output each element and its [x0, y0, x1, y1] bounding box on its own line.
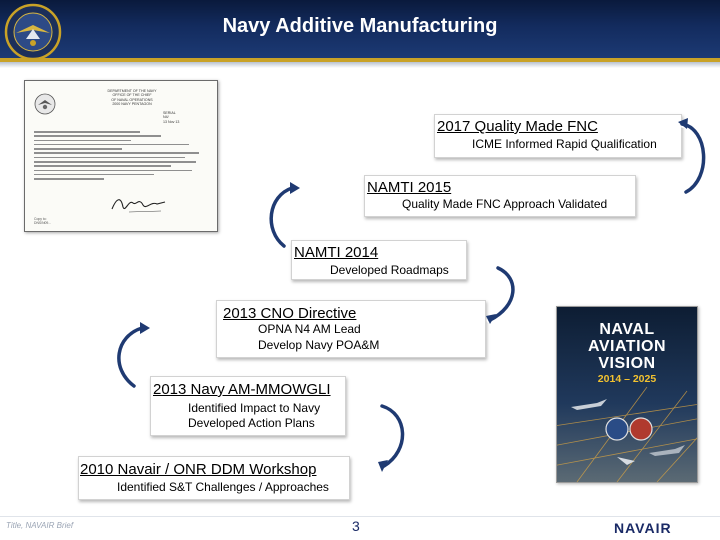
navy-emblem-icon: [34, 93, 56, 115]
cover-title-line: NAVAL: [599, 321, 655, 338]
milestone-detail: Identified Impact to Navy: [188, 401, 321, 415]
memo-footer-line: DNS/N09...: [34, 221, 52, 225]
memo-heading-line: OFFICE OF THE CHIEF: [112, 93, 152, 98]
memo-heading: DEPARTMENT OF THE NAVY OFFICE OF THE CHI…: [87, 89, 177, 107]
memo-ref-line: 13 Nov 13: [163, 119, 180, 124]
milestone-title: NAMTI 2015: [367, 179, 452, 196]
milestone-title: NAMTI 2014: [294, 244, 379, 261]
milestone-title: 2013 Navy AM-MMOWGLI: [153, 381, 331, 398]
cover-title-line: AVIATION: [587, 338, 667, 355]
memo-heading-line: 2000 NAVY PENTAGON: [112, 102, 152, 107]
milestone-box-2017: [434, 114, 682, 158]
header-shadow: [0, 62, 720, 68]
memo-ref-line: N4/: [163, 115, 169, 120]
memo-reference: SERIAL N4/ 13 Nov 13: [163, 111, 179, 124]
milestone-title: 2017 Quality Made FNC: [437, 118, 598, 135]
curved-arrow-icon: [267, 182, 300, 250]
milestone-detail: Identified S&T Challenges / Approaches: [117, 480, 329, 494]
cover-years: 2014 – 2025: [597, 373, 657, 385]
memo-heading-line: DEPARTMENT OF THE NAVY: [107, 89, 157, 93]
navair-seal-icon: [4, 3, 62, 61]
curved-arrow-icon: [678, 118, 708, 196]
milestone-box-namti-2014: [291, 240, 467, 280]
milestone-title: 2010 Navair / ONR DDM Workshop: [80, 461, 317, 478]
milestone-detail: ICME Informed Rapid Qualification: [472, 137, 657, 151]
footer-caption: Title, NAVAIR Brief: [6, 521, 74, 530]
curved-arrow-icon: [115, 322, 150, 390]
cover-title-line: VISION: [598, 355, 656, 372]
page-title: Navy Additive Manufacturing: [222, 15, 498, 37]
milestone-box-cno-2013: [216, 300, 486, 358]
naval-aviation-vision-cover: NAVAL AVIATION VISION 2014 – 2025: [556, 306, 698, 483]
milestone-detail: Developed Roadmaps: [330, 263, 449, 277]
milestone-detail: Developed Action Plans: [188, 416, 315, 430]
milestone-box-workshop-2010: [78, 456, 350, 500]
cover-artwork-icon: [557, 307, 697, 482]
memo-body-text: [34, 131, 210, 182]
milestone-detail: Develop Navy POA&M: [258, 338, 380, 352]
memo-footer-line: Copy to:: [34, 217, 47, 221]
navair-logo-text: NAVAIR: [614, 520, 672, 536]
milestone-title: 2013 CNO Directive: [223, 305, 357, 322]
milestone-box-mmowgli-2013: [150, 376, 346, 436]
cno-memo-image: DEPARTMENT OF THE NAVY OFFICE OF THE CHI…: [24, 80, 218, 232]
page-number: 3: [352, 518, 360, 534]
memo-ref-line: SERIAL: [163, 111, 176, 115]
signature-icon: [111, 199, 166, 213]
curved-arrow-icon: [486, 264, 517, 324]
header-gold-stripe: [0, 58, 720, 62]
milestone-box-namti-2015: [364, 175, 636, 217]
milestone-detail: OPNA N4 AM Lead: [258, 322, 361, 336]
header-bar: [0, 0, 720, 58]
memo-heading-line: OF NAVAL OPERATIONS: [111, 97, 153, 102]
navair-logo: NAVAIR: [614, 520, 672, 536]
footer-divider: [0, 516, 720, 517]
milestone-detail: Quality Made FNC Approach Validated: [402, 197, 608, 211]
memo-footer: Copy to: DNS/N09...: [34, 217, 51, 225]
curved-arrow-icon: [378, 402, 406, 472]
